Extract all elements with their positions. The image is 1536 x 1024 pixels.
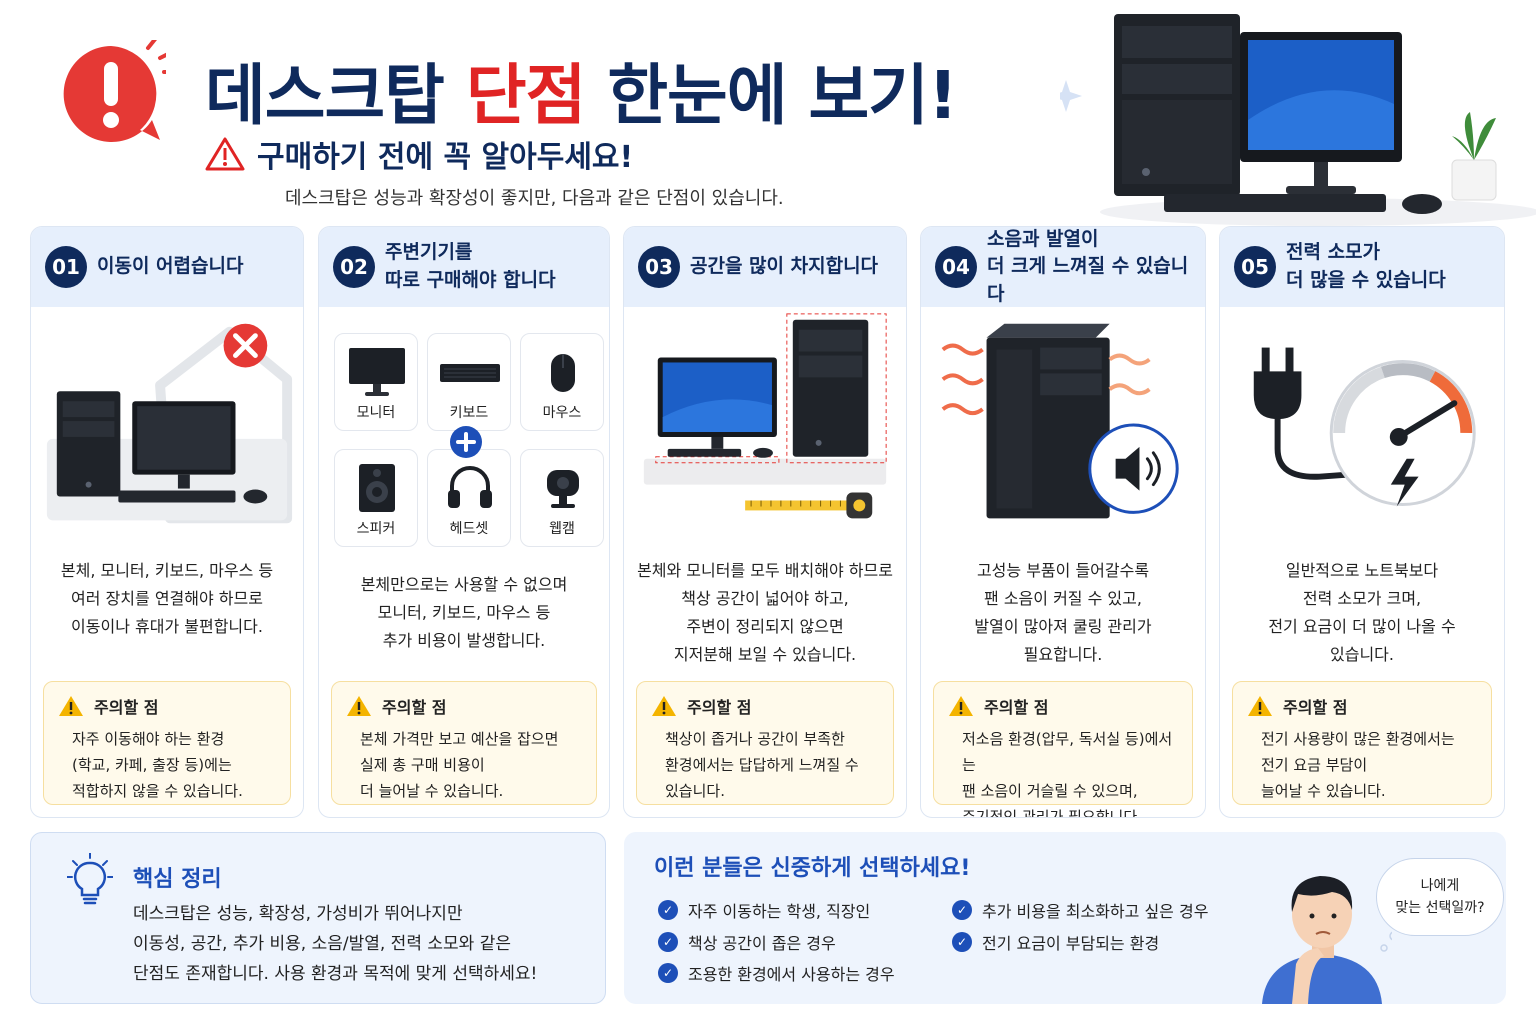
- caution-audience-panel: 이런 분들은 신중하게 선택하세요! ✓자주 이동하는 학생, 직장인 ✓책상 …: [624, 832, 1506, 1004]
- card-number: 03: [638, 246, 680, 288]
- card-noise-heat: 04 소음과 발열이 더 크게 느껴질 수 있습니다 고성능 부품이 들어갈수록…: [920, 226, 1206, 818]
- page-title: 데스크탑 단점 한눈에 보기!: [205, 42, 958, 138]
- caution-text: 전기 사용량이 많은 환경에서는 전기 요금 부담이 늘어날 수 있습니다.: [1261, 730, 1455, 800]
- caution-text: 본체 가격만 보고 예산을 잡으면 실제 총 구매 비용이 더 늘어날 수 있습…: [360, 730, 559, 800]
- caution-text: 책상이 좁거나 공간이 부족한 환경에서는 답답하게 느껴질 수 있습니다.: [665, 730, 859, 800]
- caution-label: 주의할 점: [382, 698, 447, 717]
- audience-title: 이런 분들은 신중하게 선택하세요!: [654, 856, 971, 881]
- card-power: 05 전력 소모가 더 많을 수 있습니다 일반적으로 노트북보다 전력 소모가…: [1219, 226, 1505, 818]
- peripheral-monitor: 모니터: [334, 333, 418, 431]
- caution-label: 주의할 점: [1283, 698, 1348, 717]
- thought-bubble: 나에게 맞는 선택일까?: [1376, 858, 1504, 936]
- card-title: 소음과 발열이 더 크게 느껴질 수 있습니다: [987, 227, 1189, 305]
- lightbulb-icon: [67, 853, 113, 905]
- check-icon: ✓: [658, 963, 678, 983]
- peripheral-label: 헤드셋: [449, 521, 489, 537]
- card-title: 공간을 많이 차지합니다: [690, 255, 879, 278]
- check-icon: ✓: [952, 932, 972, 952]
- plus-icon: [450, 426, 482, 458]
- title-part1: 데스크탑: [205, 57, 445, 134]
- card-body: 본체와 모니터를 모두 배치해야 하므로 책상 공간이 넓어야 하고, 주변이 …: [637, 561, 893, 664]
- peripheral-speaker: 스피커: [334, 449, 418, 547]
- audience-item: ✓책상 공간이 좁은 경우: [658, 930, 836, 954]
- mouse-icon: [551, 354, 575, 392]
- caution-label: 주의할 점: [687, 698, 752, 717]
- title-part2: 한눈에 보기!: [607, 57, 958, 134]
- card-header: 04 소음과 발열이 더 크게 느껴질 수 있습니다: [921, 227, 1205, 307]
- check-icon: ✓: [658, 900, 678, 920]
- thinking-person-illustration: [1262, 876, 1392, 1004]
- peripheral-webcam: 웹캠: [520, 449, 604, 547]
- peripheral-label: 모니터: [356, 405, 396, 421]
- card-number: 01: [45, 246, 87, 288]
- caution-box: 주의할 점 책상이 좁거나 공간이 부족한 환경에서는 답답하게 느껴질 수 있…: [636, 681, 894, 805]
- check-icon: ✓: [952, 900, 972, 920]
- warning-triangle-icon: [205, 137, 245, 171]
- card-header: 01 이동이 어렵습니다: [31, 227, 303, 307]
- card-body: 고성능 부품이 들어갈수록 팬 소음이 커질 수 있고, 발열이 많아져 쿨링 …: [974, 561, 1152, 664]
- audience-item: ✓자주 이동하는 학생, 직장인: [658, 898, 870, 922]
- subtitle-row: 구매하기 전에 꼭 알아두세요!: [205, 132, 633, 176]
- audience-item: ✓전기 요금이 부담되는 환경: [952, 930, 1159, 954]
- peripheral-mouse: 마우스: [520, 333, 604, 431]
- summary-title: 핵심 정리: [133, 867, 222, 892]
- caution-box: 주의할 점 전기 사용량이 많은 환경에서는 전기 요금 부담이 늘어날 수 있…: [1232, 681, 1492, 805]
- summary-panel: 핵심 정리 데스크탑은 성능, 확장성, 가성비가 뛰어나지만 이동성, 공간,…: [30, 832, 606, 1004]
- desktop-hero-illustration: [1060, 14, 1536, 226]
- card-title: 전력 소모가 더 많을 수 있습니다: [1286, 241, 1446, 291]
- warning-icon: [59, 696, 83, 716]
- caution-box: 주의할 점 본체 가격만 보고 예산을 잡으면 실제 총 구매 비용이 더 늘어…: [331, 681, 597, 805]
- subtitle: 구매하기 전에 꼭 알아두세요!: [257, 140, 634, 175]
- caution-text: 저소음 환경(압무, 독서실 등)에서는 팬 소음이 거슬릴 수 있으며, 주기…: [962, 730, 1173, 818]
- title-highlight: 단점: [465, 57, 586, 134]
- peripheral-label: 스피커: [356, 521, 396, 537]
- card-title: 주변기기를 따로 구매해야 합니다: [385, 241, 556, 291]
- warning-icon: [949, 696, 973, 716]
- card-header: 05 전력 소모가 더 많을 수 있습니다: [1220, 227, 1504, 307]
- caution-text: 자주 이동해야 하는 환경 (학교, 카페, 출장 등)에는 적합하지 않을 수…: [72, 730, 243, 800]
- header-description: 데스크탑은 성능과 확장성이 좋지만, 다음과 같은 단점이 있습니다.: [285, 188, 784, 209]
- peripheral-label: 마우스: [542, 405, 582, 421]
- desk-space-illustration: [643, 313, 887, 519]
- monitor-icon: [349, 348, 405, 396]
- caution-box: 주의할 점 자주 이동해야 하는 환경 (학교, 카페, 출장 등)에는 적합하…: [43, 681, 291, 805]
- card-title: 이동이 어렵습니다: [97, 255, 244, 278]
- peripheral-label: 웹캠: [549, 521, 575, 537]
- caution-label: 주의할 점: [984, 698, 1049, 717]
- card-body: 본체만으로는 사용할 수 없으며 모니터, 키보드, 마우스 등 추가 비용이 …: [360, 575, 568, 650]
- desktop-setup-illustration: [46, 323, 293, 524]
- card-number: 04: [935, 246, 977, 288]
- card-body: 일반적으로 노트북보다 전력 소모가 크며, 전기 요금이 더 많이 나올 수 …: [1268, 561, 1456, 664]
- card-mobility: 01 이동이 어렵습니다 본체, 모니터, 키보드, 마우스 등 여러 장치를 …: [30, 226, 304, 818]
- caution-box: 주의할 점 저소음 환경(압무, 독서실 등)에서는 팬 소음이 거슬릴 수 있…: [933, 681, 1193, 817]
- peripheral-keyboard: 키보드: [427, 333, 511, 431]
- card-space: 03 공간을 많이 차지합니다 본체와 모니터를 모두 배치해야 하므로 책상 …: [623, 226, 907, 818]
- card-number: 05: [1234, 246, 1276, 288]
- pc-tower-noise-illustration: [941, 323, 1179, 519]
- caution-label: 주의할 점: [94, 698, 159, 717]
- peripheral-headset: 헤드셋: [427, 449, 511, 547]
- audience-item: ✓조용한 환경에서 사용하는 경우: [658, 961, 895, 985]
- power-meter-illustration: [1253, 347, 1476, 507]
- alert-icon: [63, 40, 166, 142]
- warning-icon: [652, 696, 676, 716]
- summary-text: 데스크탑은 성능, 확장성, 가성비가 뛰어나지만 이동성, 공간, 추가 비용…: [133, 904, 538, 984]
- card-body: 본체, 모니터, 키보드, 마우스 등 여러 장치를 연결해야 하므로 이동이나…: [60, 561, 274, 636]
- warning-icon: [347, 696, 371, 716]
- check-icon: ✓: [658, 932, 678, 952]
- speaker-icon: [359, 464, 395, 512]
- headset-icon: [448, 466, 492, 508]
- webcam-icon: [547, 470, 579, 508]
- audience-item: ✓추가 비용을 최소화하고 싶은 경우: [952, 898, 1208, 922]
- card-header: 03 공간을 많이 차지합니다: [624, 227, 906, 307]
- warning-icon: [1248, 696, 1272, 716]
- card-number: 02: [333, 246, 375, 288]
- keyboard-icon: [440, 364, 500, 382]
- peripheral-label: 키보드: [449, 405, 489, 421]
- card-peripherals: 02 주변기기를 따로 구매해야 합니다 모니터 키보드 마우스 스피커 헤드셋…: [318, 226, 610, 818]
- card-header: 02 주변기기를 따로 구매해야 합니다: [319, 227, 609, 307]
